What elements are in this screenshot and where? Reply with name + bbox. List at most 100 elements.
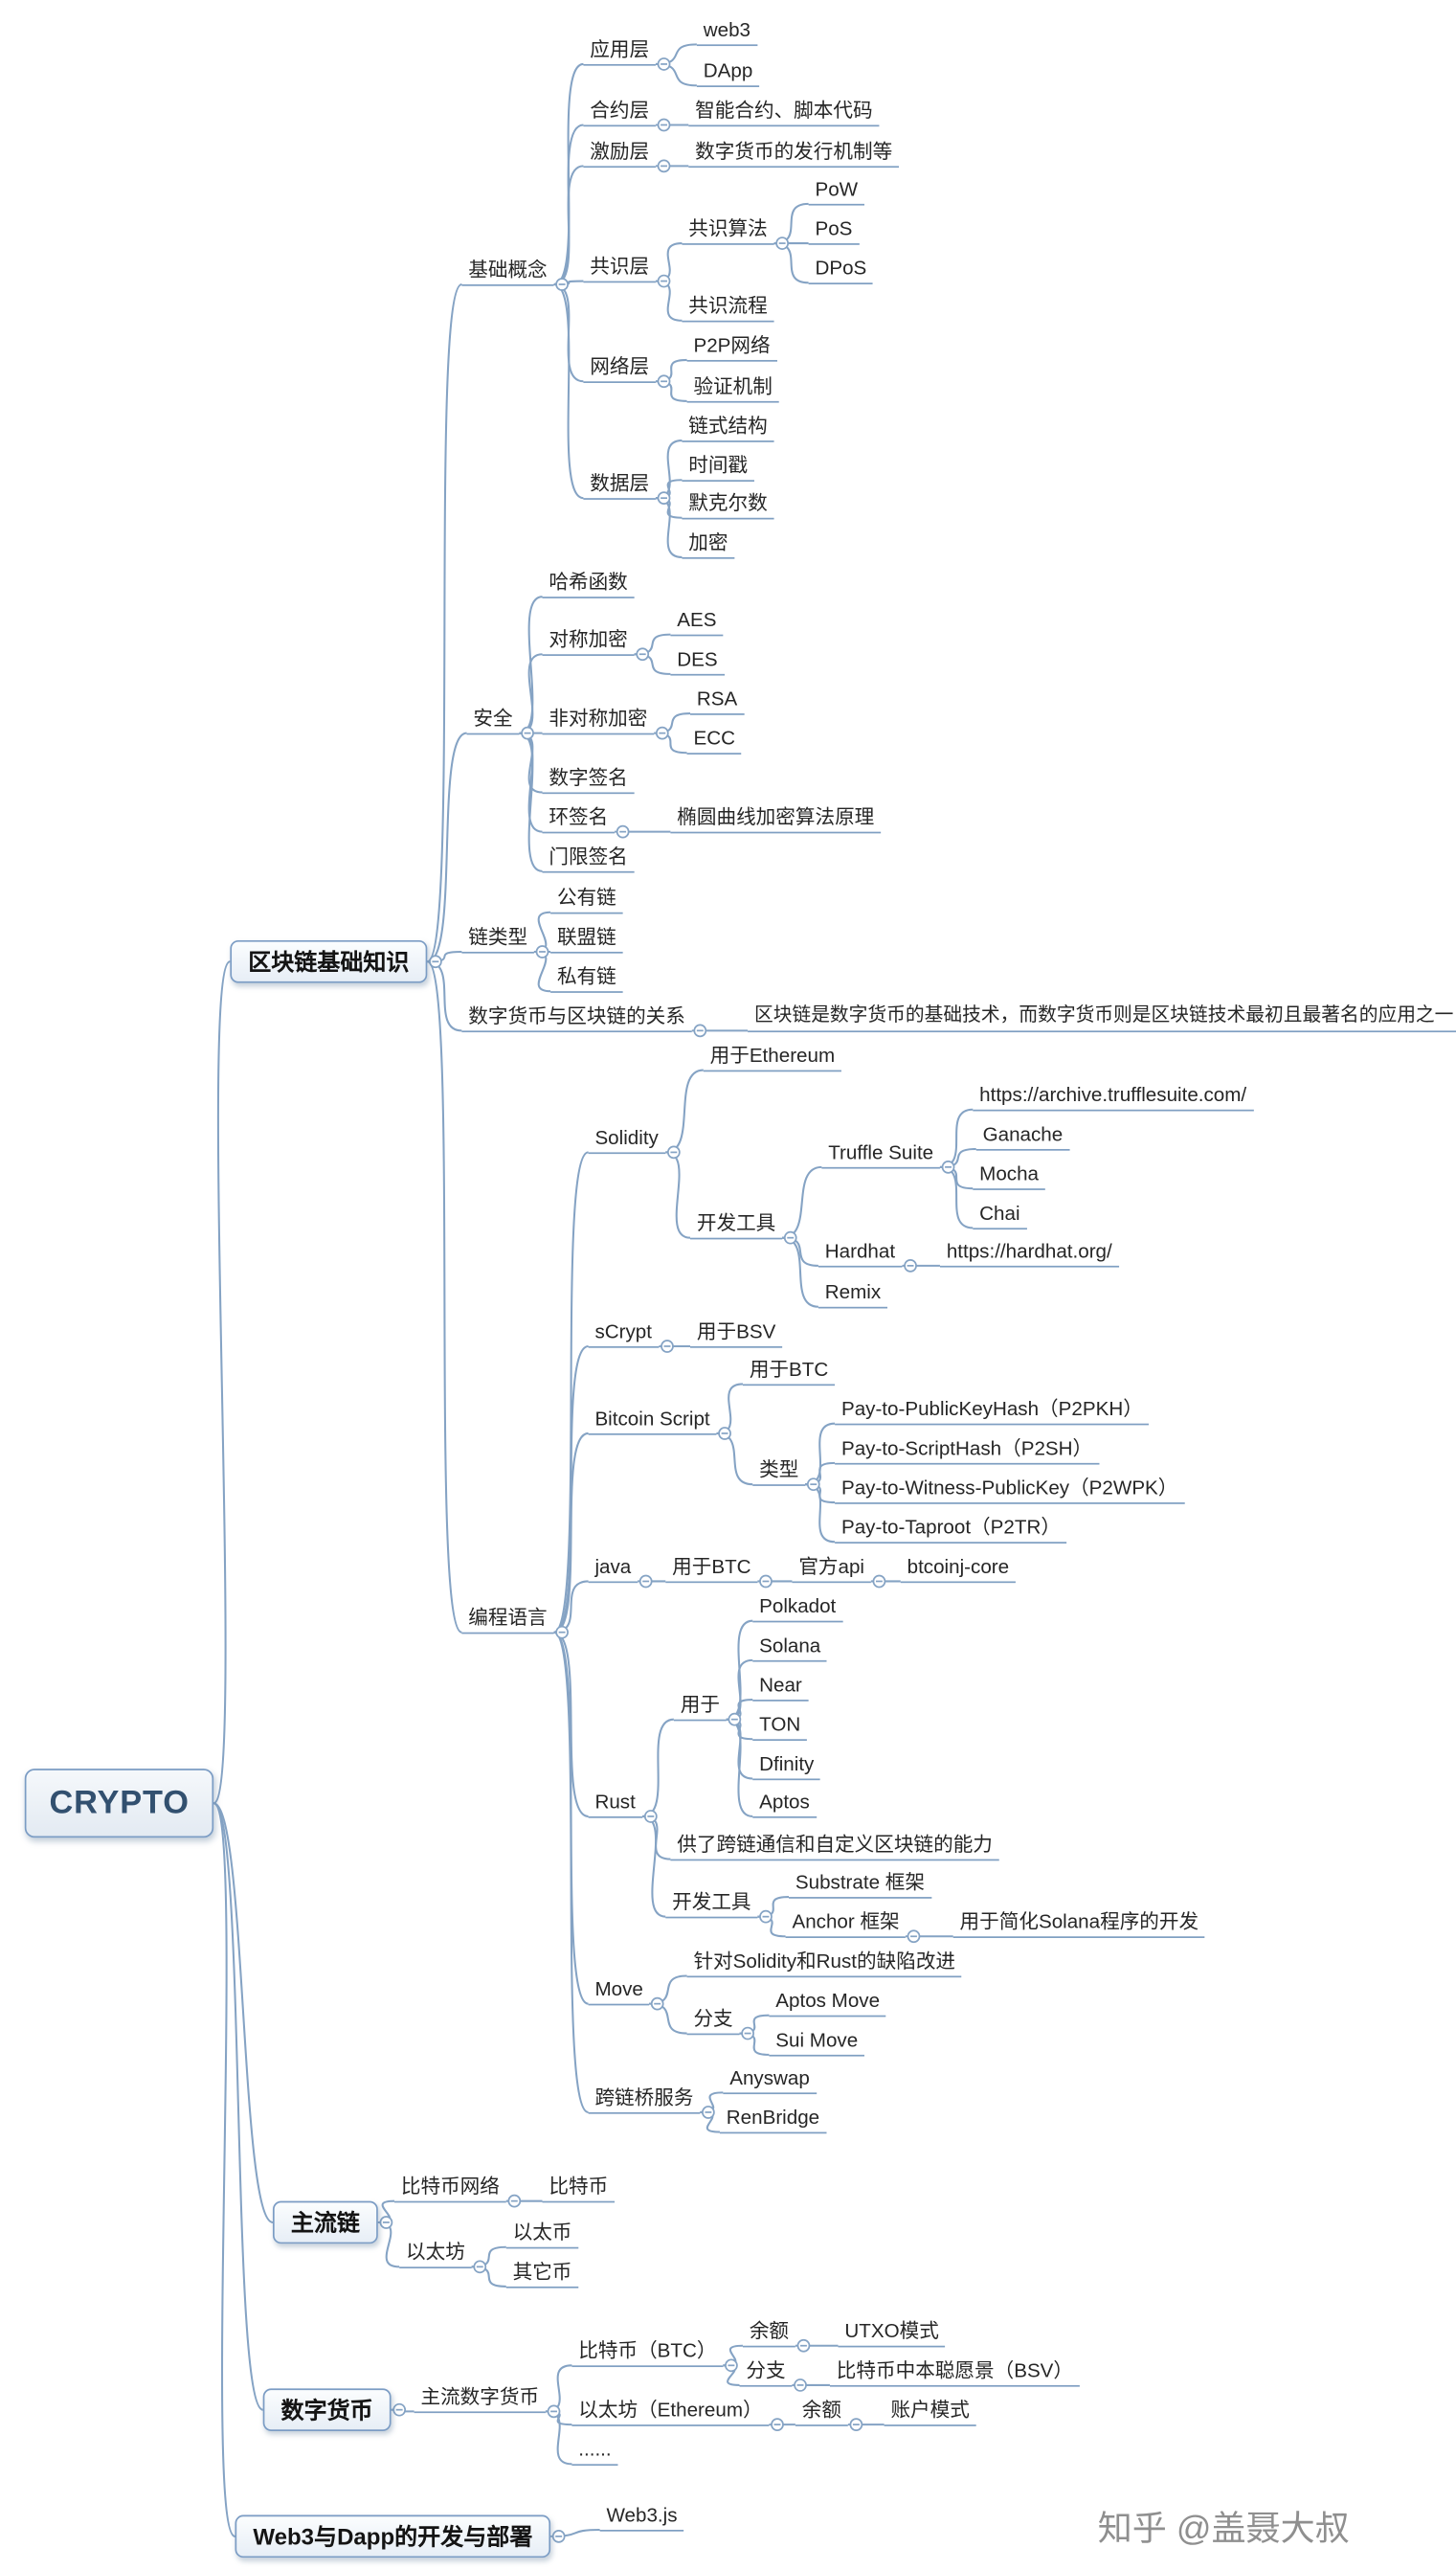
collapse-icon[interactable]: [616, 824, 630, 839]
collapse-icon[interactable]: [655, 726, 669, 740]
collapse-icon[interactable]: [741, 2026, 754, 2040]
node-utxo[interactable]: UTXO模式: [838, 2318, 946, 2348]
collapse-icon[interactable]: [555, 1625, 569, 1639]
node-des[interactable]: DES: [670, 646, 725, 676]
node-suimove[interactable]: Sui Move: [769, 2027, 865, 2057]
node-kualianqiao[interactable]: 跨链桥服务: [588, 2085, 701, 2114]
node-ganache[interactable]: Ganache: [975, 1121, 1070, 1151]
node-gongshiceng[interactable]: 共识层: [583, 253, 656, 283]
node-kaifagongju1[interactable]: 开发工具: [690, 1209, 783, 1240]
collapse-icon[interactable]: [638, 1574, 653, 1589]
collapse-icon[interactable]: [643, 1810, 658, 1823]
node-guanxitext[interactable]: 区块链是数字货币的基础技术，而数字货币则是区块链技术最初且最著名的应用之一: [748, 1003, 1456, 1033]
node-pos[interactable]: PoS: [808, 215, 860, 245]
collapse-icon[interactable]: [907, 1929, 921, 1944]
node-guanfangapi[interactable]: 官方api: [792, 1553, 871, 1584]
node-substrate[interactable]: Substrate 框架: [789, 1869, 931, 1899]
node-ecc[interactable]: ECC: [686, 725, 742, 755]
node-aptosmove[interactable]: Aptos Move: [769, 1987, 886, 2018]
node-bitebi[interactable]: 比特币: [542, 2173, 616, 2203]
node-move[interactable]: Move: [588, 1975, 650, 2006]
node-qitabi[interactable]: 其它币: [505, 2259, 579, 2288]
node-hardhaturl[interactable]: https://hardhat.org/: [939, 1238, 1119, 1268]
collapse-icon[interactable]: [535, 945, 549, 958]
collapse-icon[interactable]: [759, 1909, 773, 1924]
collapse-icon[interactable]: [783, 1230, 797, 1245]
collapse-icon[interactable]: [941, 1160, 955, 1174]
node-faxing[interactable]: 数字货币的发行机制等: [688, 138, 900, 169]
node-p2sh[interactable]: Pay-to-ScriptHash（P2SH）: [835, 1435, 1099, 1465]
collapse-icon[interactable]: [657, 491, 671, 506]
node-duichen[interactable]: 对称加密: [542, 626, 635, 656]
collapse-icon[interactable]: [666, 1145, 681, 1160]
node-huanqianming[interactable]: 环签名: [542, 803, 616, 834]
collapse-icon[interactable]: [693, 1024, 707, 1038]
collapse-icon[interactable]: [796, 2338, 811, 2353]
node-eth[interactable]: 以太坊（Ethereum）: [571, 2397, 770, 2426]
node-truffle[interactable]: Truffle Suite: [821, 1139, 941, 1169]
node-wangluoceng[interactable]: 网络层: [583, 353, 656, 383]
collapse-icon[interactable]: [657, 57, 671, 71]
collapse-icon[interactable]: [775, 237, 790, 250]
node-anchor[interactable]: Anchor 框架: [785, 1908, 907, 1938]
node-lianleixing[interactable]: 链类型: [461, 924, 534, 954]
node-polkadot[interactable]: Polkadot: [752, 1592, 843, 1623]
node-heyueceng[interactable]: 合约层: [583, 97, 656, 127]
node-menxian[interactable]: 门限签名: [542, 844, 635, 873]
collapse-icon[interactable]: [379, 2216, 393, 2229]
node-jiami[interactable]: 加密: [682, 530, 735, 559]
node-kaifagongju2[interactable]: 开发工具: [665, 1888, 758, 1919]
node-yitaifang[interactable]: 以太坊: [399, 2239, 472, 2269]
node-gongshiliucheng[interactable]: 共识流程: [682, 293, 774, 323]
node-zhuliu[interactable]: 主流链: [272, 2200, 378, 2244]
collapse-icon[interactable]: [507, 2194, 522, 2208]
collapse-icon[interactable]: [636, 647, 650, 662]
node-truffleurl[interactable]: https://archive.trufflesuite.com/: [973, 1082, 1254, 1112]
node-feiduichen[interactable]: 非对称加密: [542, 705, 655, 735]
collapse-icon[interactable]: [849, 2418, 863, 2431]
node-p2tr[interactable]: Pay-to-Taproot（P2TR）: [835, 1514, 1067, 1544]
node-pow[interactable]: PoW: [808, 176, 865, 206]
node-kualian[interactable]: 供了跨链通信和自定义区块链的能力: [670, 1831, 999, 1861]
node-zhuliushuzi[interactable]: 主流数字货币: [414, 2383, 546, 2414]
collapse-icon[interactable]: [657, 374, 671, 389]
node-bitcoinscript[interactable]: Bitcoin Script: [588, 1406, 717, 1435]
node-btcoinj[interactable]: btcoinj-core: [900, 1553, 1016, 1584]
node-yongyu[interactable]: 用于: [673, 1691, 727, 1722]
node-renbridge[interactable]: RenBridge: [719, 2104, 826, 2134]
node-yanzheng[interactable]: 验证机制: [686, 373, 779, 403]
node-web3js[interactable]: Web3.js: [599, 2502, 684, 2532]
collapse-icon[interactable]: [547, 2404, 561, 2419]
node-yongyubtc2[interactable]: 用于BTC: [665, 1553, 758, 1584]
node-siyoulian[interactable]: 私有链: [550, 963, 623, 993]
collapse-icon[interactable]: [521, 726, 534, 740]
node-web3dapp[interactable]: Web3与Dapp的开发与部署: [235, 2514, 551, 2559]
node-hardhat[interactable]: Hardhat: [818, 1238, 902, 1268]
node-shuzihuobi[interactable]: 数字货币: [262, 2388, 392, 2431]
node-jichugainian[interactable]: 基础概念: [461, 257, 554, 286]
collapse-icon[interactable]: [555, 278, 569, 291]
collapse-icon[interactable]: [806, 1477, 820, 1492]
node-rust[interactable]: Rust: [588, 1789, 642, 1818]
node-guanxi[interactable]: 数字货币与区块链的关系: [461, 1003, 692, 1033]
node-java[interactable]: java: [588, 1553, 638, 1584]
node-dpos[interactable]: DPoS: [808, 255, 874, 284]
node-anquan[interactable]: 安全: [466, 705, 520, 735]
node-yongyubtc1[interactable]: 用于BTC: [742, 1356, 836, 1386]
collapse-icon[interactable]: [657, 118, 671, 132]
node-yongyueth[interactable]: 用于Ethereum: [703, 1042, 842, 1072]
node-dfinity[interactable]: Dfinity: [752, 1750, 821, 1781]
collapse-icon[interactable]: [392, 2402, 407, 2417]
collapse-icon[interactable]: [728, 1712, 742, 1726]
node-qianming[interactable]: 数字签名: [542, 764, 635, 795]
node-chai[interactable]: Chai: [973, 1200, 1027, 1230]
node-ton[interactable]: TON: [752, 1711, 808, 1741]
node-aptos[interactable]: Aptos: [752, 1789, 817, 1818]
collapse-icon[interactable]: [473, 2260, 487, 2274]
node-solidity[interactable]: Solidity: [588, 1124, 665, 1155]
node-movedesc[interactable]: 针对Solidity和Rust的缺陷改进: [686, 1948, 962, 1978]
node-web3[interactable]: web3: [696, 16, 757, 47]
node-anyswap[interactable]: Anyswap: [723, 2064, 817, 2095]
collapse-icon[interactable]: [551, 2530, 566, 2543]
collapse-icon[interactable]: [872, 1574, 886, 1589]
